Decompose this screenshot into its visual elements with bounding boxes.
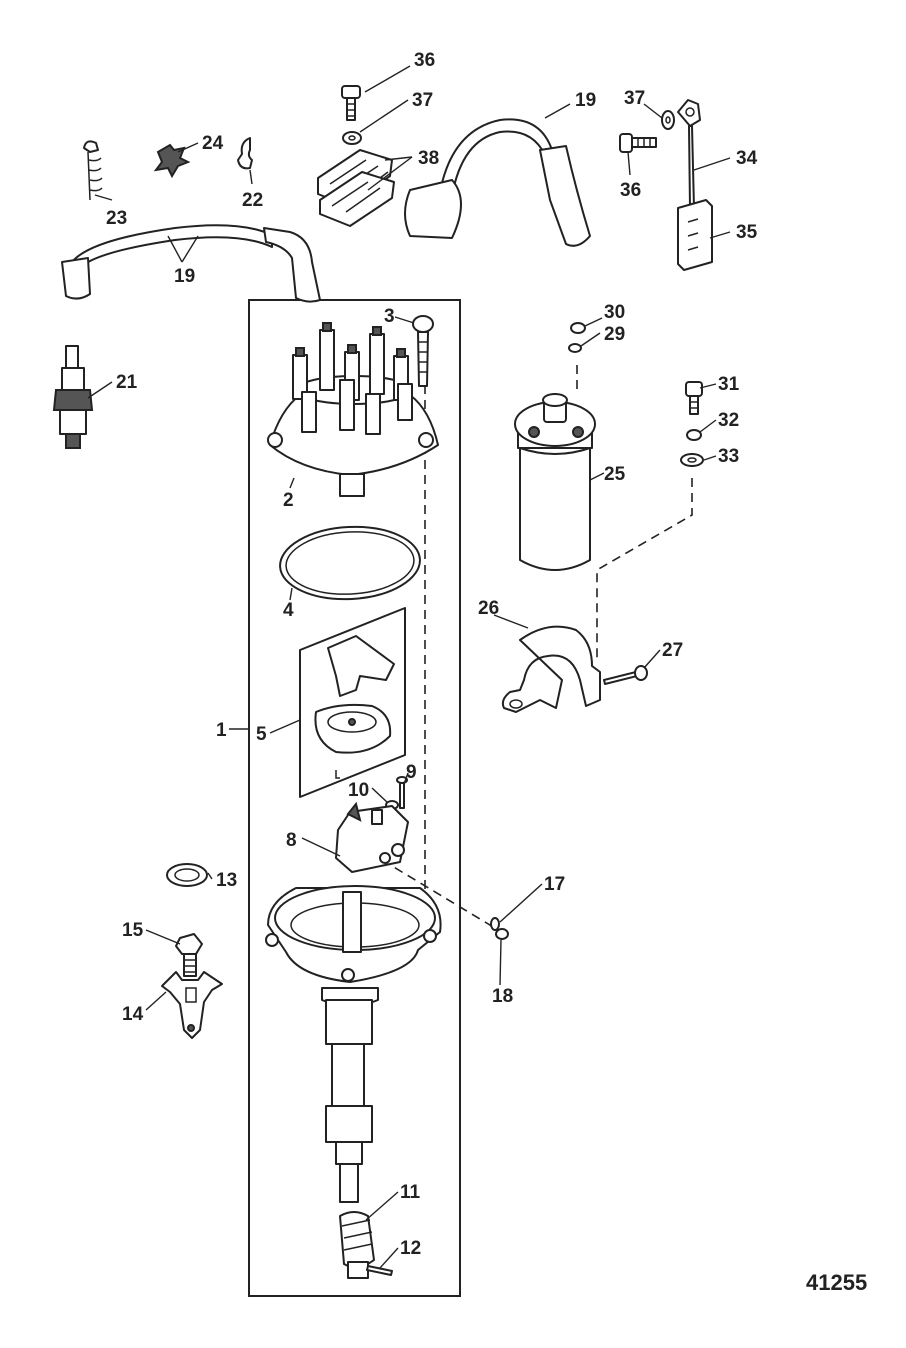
callout-37-top: 37	[412, 90, 433, 111]
seal-4	[279, 525, 421, 601]
distributor-cap-2	[267, 322, 439, 497]
callout-2: 2	[283, 490, 294, 511]
callout-8: 8	[286, 830, 297, 851]
callout-18: 18	[492, 986, 513, 1007]
callout-31: 31	[718, 374, 740, 395]
callout-9: 9	[406, 762, 417, 783]
wire-clip-23	[83, 140, 103, 201]
callout-29: 29	[604, 324, 625, 345]
callout-38: 38	[418, 148, 439, 169]
wire-separator-24	[153, 143, 191, 179]
ground-strap-34	[677, 99, 701, 209]
distributor-housing	[265, 885, 442, 1203]
callout-23: 23	[106, 208, 127, 229]
coil-bracket-26	[501, 625, 601, 713]
screw-36-right	[619, 133, 657, 153]
alignment-dashed-lines	[381, 365, 693, 935]
callout-1: 1	[216, 720, 227, 741]
callout-25: 25	[604, 464, 626, 485]
callout-labels: 36 37 38 19 37 36 34 35 24 22 23 19 21 3…	[106, 50, 867, 1295]
callout-17: 17	[544, 874, 565, 895]
bolt-31	[685, 381, 703, 415]
callout-14: 14	[122, 1004, 144, 1025]
nut-18	[495, 928, 509, 940]
washer-17	[490, 917, 500, 931]
wire-clip-22	[237, 137, 253, 170]
callout-21: 21	[116, 372, 138, 393]
callout-30: 30	[604, 302, 625, 323]
roll-pin-12	[366, 1265, 393, 1276]
gasket-13	[166, 863, 208, 887]
callout-36-right: 36	[620, 180, 641, 201]
callout-36-top: 36	[414, 50, 435, 71]
coil-wire-19	[404, 118, 591, 247]
spark-plug-21	[52, 345, 94, 449]
drive-gear-11	[339, 1211, 375, 1279]
callout-13: 13	[216, 870, 237, 891]
wire-retainer-38	[317, 149, 395, 227]
ignition-module-8	[335, 801, 409, 873]
rotor-kit-panel-5	[299, 607, 406, 798]
callout-24: 24	[202, 133, 224, 154]
ignition-coil-25	[514, 393, 596, 571]
figure-number: 41255	[806, 1270, 867, 1295]
screw-36-top	[341, 85, 361, 121]
hold-down-bolt-15	[175, 933, 203, 977]
callout-26: 26	[478, 598, 499, 619]
callout-19-coil-wire: 19	[575, 90, 596, 111]
callout-5: 5	[256, 724, 267, 745]
callout-27: 27	[662, 640, 683, 661]
cap-screw-3	[412, 315, 434, 387]
washer-37-top	[342, 131, 362, 145]
hold-down-clamp-14	[161, 971, 223, 1039]
callout-34: 34	[736, 148, 758, 169]
callout-37-right: 37	[624, 88, 645, 109]
callout-33: 33	[718, 446, 739, 467]
callout-22: 22	[242, 190, 263, 211]
callout-32: 32	[718, 410, 739, 431]
lockwasher-32	[686, 429, 702, 441]
callout-35: 35	[736, 222, 758, 243]
washer-29	[568, 343, 582, 353]
distributor-assembly-box	[248, 299, 461, 1297]
washer-33	[680, 453, 704, 467]
callout-4: 4	[283, 600, 294, 621]
nut-30	[570, 322, 586, 334]
callout-3: 3	[384, 306, 395, 327]
callout-15: 15	[122, 920, 144, 941]
callout-10: 10	[348, 780, 369, 801]
bracket-35	[677, 199, 713, 271]
callout-11: 11	[400, 1182, 421, 1203]
washer-37-right	[661, 110, 675, 130]
callout-leaders	[87, 65, 731, 1269]
callout-19-plug-wires: 19	[174, 266, 195, 287]
spark-plug-wires-left	[61, 224, 321, 303]
callout-12: 12	[400, 1238, 421, 1259]
screw-27	[603, 665, 648, 685]
